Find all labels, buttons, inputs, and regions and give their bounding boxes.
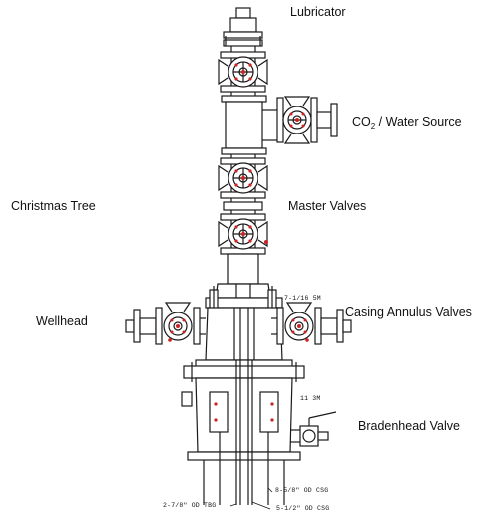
flange-lower-dimension: 11 3M: [300, 395, 321, 402]
bradenhead-valve: [290, 411, 337, 447]
casing-inner-dimension: 5-1/2" OD CSG: [276, 505, 330, 512]
co2-label-subscript: 2: [370, 122, 376, 131]
dimension-leaders: [229, 487, 273, 510]
co2-water-source-label: CO2 / Water Source: [352, 115, 462, 131]
master-valves-label: Master Valves: [288, 199, 367, 213]
casing-outer-dimension: 8-5/8" OD CSG: [275, 487, 329, 494]
wellhead-label: Wellhead: [36, 314, 88, 328]
tubing-head-adapter: [215, 253, 271, 299]
tubing-spool: [205, 307, 283, 361]
tubing-dimension: 2-7/8" OD TBG: [163, 502, 217, 509]
casing-strings: [203, 360, 285, 505]
flow-cross: [221, 95, 278, 155]
casing-annulus-valve-left: [125, 302, 206, 345]
casing-head-flange: [181, 359, 305, 407]
casing-annulus-valve-right: [271, 302, 352, 345]
bradenhead-valve-label: Bradenhead Valve: [358, 419, 460, 433]
casing-head-body: [187, 377, 301, 461]
master-valve-lower: [218, 213, 268, 255]
co2-label-rest: / Water Source: [375, 115, 462, 129]
co2-label-main: CO: [352, 115, 371, 129]
casing-annulus-valves-label: Casing Annulus Valves: [345, 305, 472, 319]
lubricator-cap: [223, 7, 263, 47]
spacer-flange: [223, 201, 263, 211]
valve-side-source: [276, 96, 338, 144]
master-valve-upper: [218, 157, 268, 199]
lubricator-label: Lubricator: [290, 5, 346, 19]
flange-upper-dimension: 7-1/16 5M: [284, 295, 321, 302]
christmas-tree-label: Christmas Tree: [11, 199, 96, 213]
valve-top: [218, 51, 268, 93]
